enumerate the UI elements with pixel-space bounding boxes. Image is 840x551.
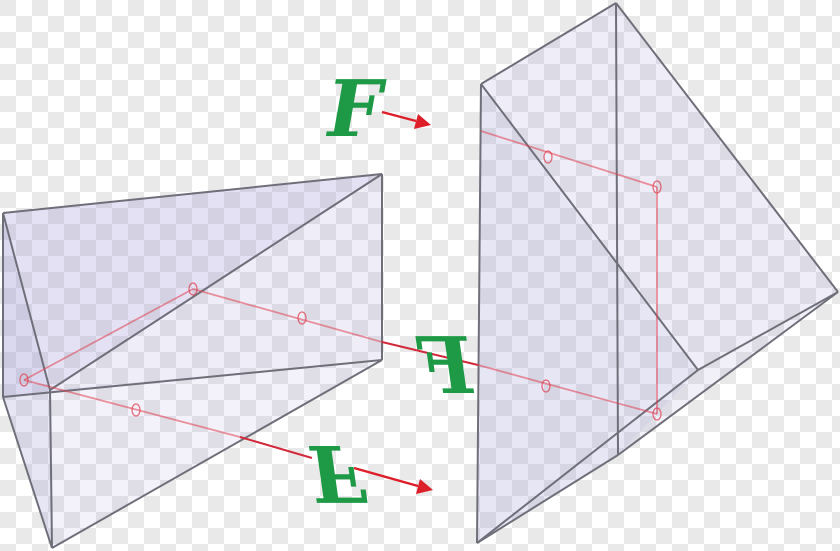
input-arrow-head — [414, 114, 431, 129]
left-prism-edge — [49, 389, 53, 549]
left-prism-edge — [49, 173, 383, 391]
right-prism-edge — [617, 291, 839, 456]
right-prism-edge — [480, 2, 617, 85]
beam-between-prisms — [381, 341, 479, 366]
output-arrow-shaft — [353, 466, 419, 488]
left-prism-edge — [51, 359, 383, 549]
beam-exit — [239, 436, 313, 459]
right-prism-side-face — [477, 84, 698, 543]
beam-marker — [188, 282, 198, 296]
letter-middle-mirrored: F — [412, 320, 480, 412]
input-arrow-shaft — [381, 110, 417, 123]
right-prism-edge — [615, 2, 839, 293]
beam-marker — [131, 403, 141, 417]
beam-marker — [297, 311, 307, 325]
right-prism-hypotenuse-face — [481, 3, 838, 370]
left-prism-edge — [2, 173, 383, 214]
left-prism-edge — [2, 212, 51, 391]
beam-segment — [23, 288, 194, 381]
beam-marker — [652, 180, 662, 194]
beam-marker — [19, 373, 29, 387]
light-path — [19, 110, 662, 494]
right-prism-edge — [476, 454, 619, 544]
beam-marker — [541, 379, 551, 393]
beam-segment — [192, 288, 383, 343]
beam-marker — [652, 407, 662, 421]
right-prism-edge — [476, 83, 482, 544]
right-prism-edge — [615, 2, 619, 456]
left-prism-hypotenuse-face — [3, 174, 382, 390]
beam-segment — [477, 364, 658, 415]
beam-marker — [543, 150, 553, 164]
left-prism-edge — [2, 396, 53, 549]
right-prism-edge — [480, 83, 699, 371]
letter-output-inverted: F — [303, 427, 371, 519]
output-arrow-head — [416, 479, 433, 494]
right-prism-edge — [697, 291, 839, 371]
beam-segment — [480, 130, 658, 188]
right-prism — [476, 2, 839, 544]
right-prism-edge — [476, 369, 699, 544]
